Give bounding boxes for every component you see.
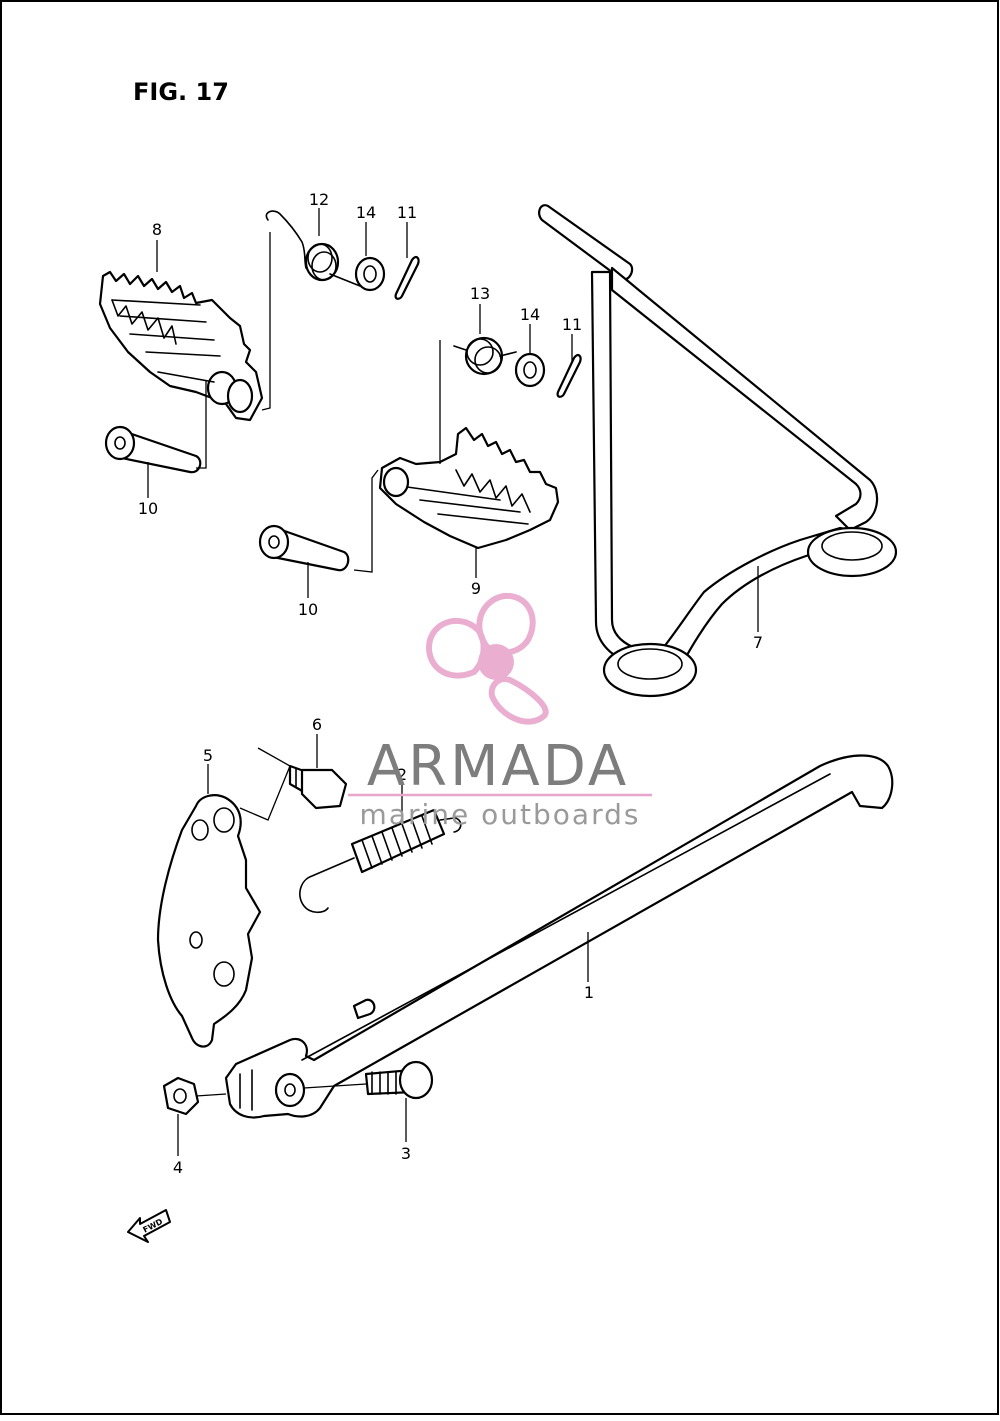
callout-12: 12 [309, 190, 329, 209]
part-7-center-stand [538, 204, 898, 698]
part-14-washer-upper [354, 256, 386, 292]
callout-14-lower: 14 [520, 305, 540, 324]
callout-10-lower: 10 [298, 600, 318, 619]
part-12-spring [265, 210, 361, 287]
callout-4: 4 [173, 1158, 183, 1177]
part-8-footpeg-left [98, 270, 264, 422]
callout-10-upper: 10 [138, 499, 158, 518]
part-2-spring [299, 808, 462, 914]
callout-14-upper: 14 [356, 203, 376, 222]
callout-2: 2 [397, 765, 407, 784]
part-10-pin-upper [104, 425, 202, 474]
part-4-nut [162, 1076, 200, 1116]
callout-8: 8 [152, 220, 162, 239]
callout-11-lower: 11 [562, 315, 582, 334]
callout-13: 13 [470, 284, 490, 303]
watermark-tagline: marine outboards [360, 798, 641, 831]
callout-5: 5 [203, 746, 213, 765]
leader-lines [147, 208, 759, 1156]
part-6-bolt [288, 764, 348, 810]
part-9-footpeg-right [378, 426, 560, 550]
callout-1: 1 [584, 983, 594, 1002]
part-11-cotter-pin-upper [394, 255, 420, 300]
callout-9: 9 [471, 579, 481, 598]
watermark: ARMADA marine outboards [348, 592, 652, 831]
callout-7: 7 [753, 633, 763, 652]
watermark-brand: ARMADA [367, 734, 629, 799]
callout-11-upper: 11 [397, 203, 417, 222]
callout-labels: 1 2 3 4 5 6 7 8 9 10 10 11 11 12 13 14 1… [138, 190, 763, 1177]
part-10-pin-lower [258, 524, 350, 572]
part-3-pivot-bolt [364, 1060, 434, 1100]
callout-3: 3 [401, 1144, 411, 1163]
part-14-washer-lower [514, 352, 546, 388]
part-11-cotter-pin-lower [556, 353, 582, 398]
part-5-bracket [156, 794, 262, 1048]
callout-6: 6 [312, 715, 322, 734]
propeller-icon [426, 592, 549, 725]
part-13-spring [453, 336, 517, 376]
part-1-side-stand [224, 754, 894, 1119]
figure-title: FIG. 17 [133, 78, 229, 106]
